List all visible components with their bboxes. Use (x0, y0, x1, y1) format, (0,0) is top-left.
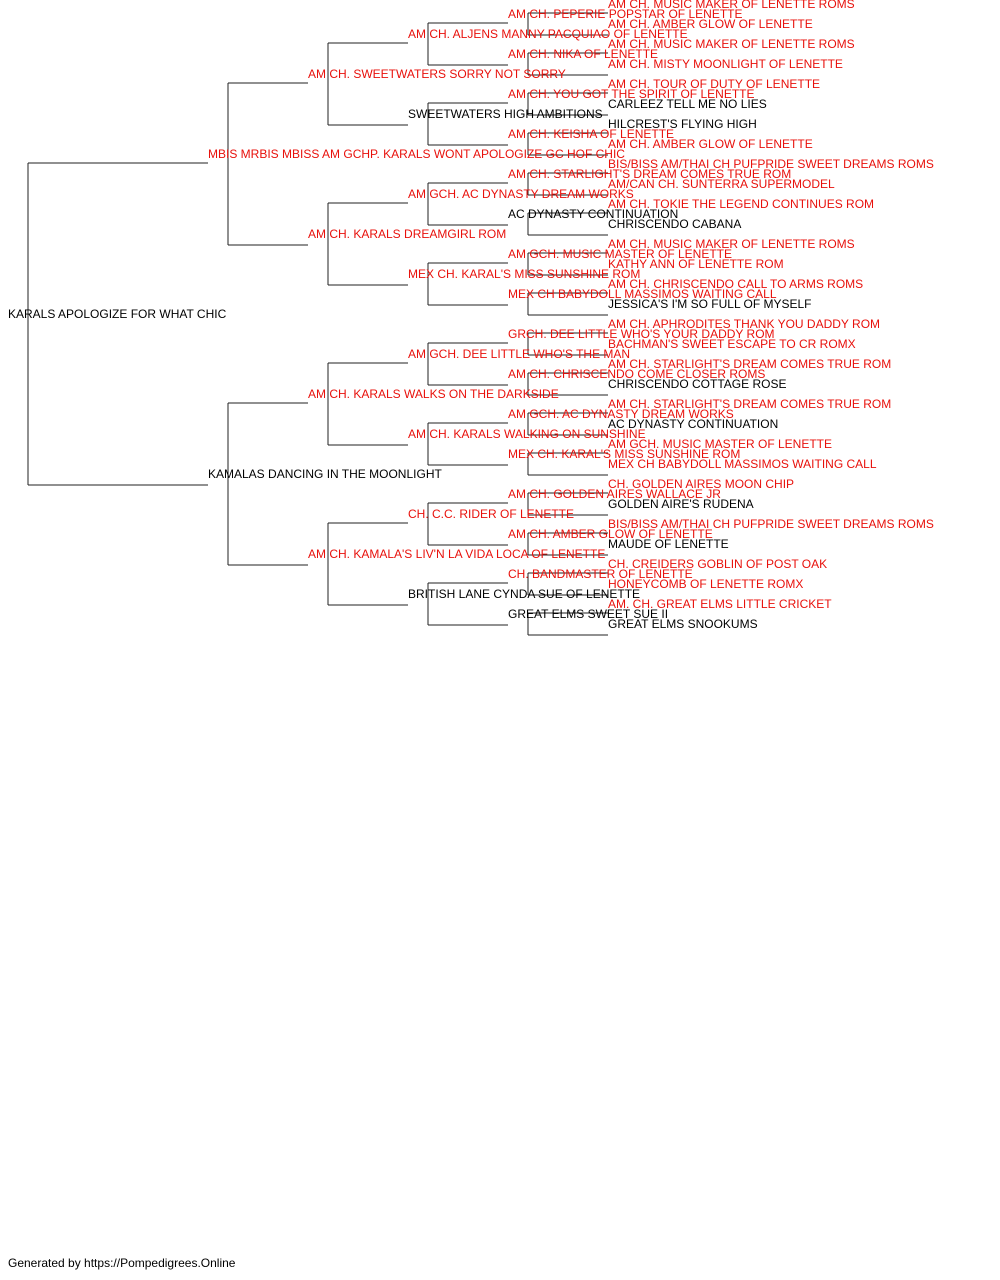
ancestor-name-gen3[interactable]: CH. C.C. RIDER OF LENETTE (408, 507, 574, 521)
ancestor-name-gen5[interactable]: CH. CREIDERS GOBLIN OF POST OAK (608, 557, 827, 571)
ancestor-name-gen5[interactable]: JESSICA'S I'M SO FULL OF MYSELF (608, 297, 812, 311)
ancestor-name-gen5[interactable]: GREAT ELMS SNOOKUMS (608, 617, 758, 631)
ancestor-name-gen5[interactable]: KATHY ANN OF LENETTE ROM (608, 257, 784, 271)
connector-lines (27, 12, 608, 636)
ancestor-name-gen5[interactable]: GOLDEN AIRE'S RUDENA (608, 497, 754, 511)
ancestor-name-gen5[interactable]: AM CH. CHRISCENDO CALL TO ARMS ROMS (608, 277, 863, 291)
ancestor-name-gen4[interactable]: AM CH. KEISHA OF LENETTE (508, 127, 674, 141)
ancestor-name-gen5[interactable]: CARLEEZ TELL ME NO LIES (608, 97, 767, 111)
ancestor-name-gen5[interactable]: AM CH. MUSIC MAKER OF LENETTE ROMS (608, 0, 855, 11)
ancestor-name-gen5[interactable]: AM CH. MUSIC MAKER OF LENETTE ROMS (608, 237, 855, 251)
ancestor-name-gen4[interactable]: MEX CH BABYDOLL MASSIMOS WAITING CALL (508, 287, 777, 301)
ancestor-name-gen5[interactable]: CHRISCENDO CABANA (608, 217, 741, 231)
ancestor-name-gen5[interactable]: BACHMAN'S SWEET ESCAPE TO CR ROMX (608, 337, 856, 351)
ancestor-name-gen4[interactable]: AM CH. GOLDEN AIRES WALLACE JR (508, 487, 721, 501)
ancestor-name-gen5[interactable]: AM GCH. MUSIC MASTER OF LENETTE (608, 437, 832, 451)
ancestor-name-gen5[interactable]: AC DYNASTY CONTINUATION (608, 417, 778, 431)
ancestor-name-gen3[interactable]: BRITISH LANE CYNDA SUE OF LENETTE (408, 587, 640, 601)
ancestor-name-gen5[interactable]: AM CH. TOKIE THE LEGEND CONTINUES ROM (608, 197, 874, 211)
footer-credit: Generated by https://Pompedigrees.Online (8, 1256, 236, 1270)
ancestor-name-gen4[interactable]: GREAT ELMS SWEET SUE II (508, 607, 668, 621)
ancestor-name-gen3[interactable]: SWEETWATERS HIGH AMBITIONS (408, 107, 603, 121)
ancestor-name-gen3[interactable]: AM GCH. AC DYNASTY DREAM WORKS (408, 187, 634, 201)
ancestor-name-gen2[interactable]: AM CH. KARALS WALKS ON THE DARKSIDE (308, 387, 559, 401)
ancestor-name-gen3[interactable]: MEX CH. KARAL'S MISS SUNSHINE ROM (408, 267, 640, 281)
ancestor-name-gen4[interactable]: AM CH. NIKA OF LENETTE (508, 47, 658, 61)
ancestor-name-gen3[interactable]: AM GCH. DEE LITTLE WHO'S THE MAN (408, 347, 630, 361)
ancestor-name-gen1[interactable]: MBIS MRBIS MBISS AM GCHP. KARALS WONT AP… (208, 147, 625, 161)
ancestor-name-gen4[interactable]: AC DYNASTY CONTINUATION (508, 207, 678, 221)
ancestor-name-gen5[interactable]: AM CH. AMBER GLOW OF LENETTE (608, 17, 813, 31)
ancestor-name-gen4[interactable]: AM CH. YOU GOT THE SPIRIT OF LENETTE (508, 87, 755, 101)
ancestor-name-gen5[interactable]: HILCREST'S FLYING HIGH (608, 117, 757, 131)
ancestor-name-gen5[interactable]: AM CH. STARLIGHT'S DREAM COMES TRUE ROM (608, 397, 891, 411)
ancestor-name-gen5[interactable]: AM CH. APHRODITES THANK YOU DADDY ROM (608, 317, 880, 331)
ancestor-name-gen4[interactable]: AM GCH. MUSIC MASTER OF LENETTE (508, 247, 732, 261)
ancestor-name-gen5[interactable]: AM CH. STARLIGHT'S DREAM COMES TRUE ROM (608, 357, 891, 371)
ancestor-name-gen4[interactable]: AM GCH. AC DYNASTY DREAM WORKS (508, 407, 734, 421)
ancestor-name-gen3[interactable]: AM CH. KARALS WALKING ON SUNSHINE (408, 427, 646, 441)
ancestor-name-gen4[interactable]: CH. BANDMASTER OF LENETTE (508, 567, 693, 581)
ancestor-name-gen5[interactable]: BIS/BISS AM/THAI CH PUFPRIDE SWEET DREAM… (608, 517, 934, 531)
ancestor-name-gen5[interactable]: CHRISCENDO COTTAGE ROSE (608, 377, 786, 391)
ancestor-name-gen5[interactable]: HONEYCOMB OF LENETTE ROMX (608, 577, 803, 591)
ancestor-name-gen5[interactable]: MAUDE OF LENETTE (608, 537, 729, 551)
ancestor-name-gen5[interactable]: MEX CH BABYDOLL MASSIMOS WAITING CALL (608, 457, 877, 471)
ancestor-name-gen4[interactable]: GRCH. DEE LITTLE WHO'S YOUR DADDY ROM (508, 327, 775, 341)
ancestor-name-gen4[interactable]: AM CH. PEPERIE POPSTAR OF LENETTE (508, 7, 743, 21)
ancestor-name-gen0[interactable]: KARALS APOLOGIZE FOR WHAT CHIC (8, 307, 227, 321)
ancestor-name-gen4[interactable]: AM CH. STARLIGHT'S DREAM COMES TRUE ROM (508, 167, 791, 181)
ancestor-name-gen3[interactable]: AM CH. ALJENS MANNY PACQUIAO OF LENETTE (408, 27, 688, 41)
ancestor-name-gen2[interactable]: AM CH. KAMALA'S LIV'N LA VIDA LOCA OF LE… (308, 547, 605, 561)
ancestor-name-gen5[interactable]: AM CH. AMBER GLOW OF LENETTE (608, 137, 813, 151)
ancestor-labels: KARALS APOLOGIZE FOR WHAT CHIC MBIS MRBIS… (8, 0, 934, 631)
ancestor-name-gen5[interactable]: CH. GOLDEN AIRES MOON CHIP (608, 477, 794, 491)
ancestor-name-gen5[interactable]: AM. CH. GREAT ELMS LITTLE CRICKET (608, 597, 832, 611)
ancestor-name-gen4[interactable]: AM CH. AMBER GLOW OF LENETTE (508, 527, 713, 541)
ancestor-name-gen2[interactable]: AM CH. KARALS DREAMGIRL ROM (308, 227, 506, 241)
ancestor-name-gen4[interactable]: MEX CH. KARAL'S MISS SUNSHINE ROM (508, 447, 740, 461)
ancestor-name-gen2[interactable]: AM CH. SWEETWATERS SORRY NOT SORRY (308, 67, 566, 81)
ancestor-name-gen1[interactable]: KAMALAS DANCING IN THE MOONLIGHT (208, 467, 442, 481)
ancestor-name-gen5[interactable]: BIS/BISS AM/THAI CH PUFPRIDE SWEET DREAM… (608, 157, 934, 171)
ancestor-name-gen5[interactable]: AM/CAN CH. SUNTERRA SUPERMODEL (608, 177, 835, 191)
ancestor-name-gen5[interactable]: AM CH. MUSIC MAKER OF LENETTE ROMS (608, 37, 855, 51)
ancestor-name-gen5[interactable]: AM CH. MISTY MOONLIGHT OF LENETTE (608, 57, 843, 71)
ancestor-name-gen5[interactable]: AM CH. TOUR OF DUTY OF LENETTE (608, 77, 820, 91)
ancestor-name-gen4[interactable]: AM CH. CHRISCENDO COME CLOSER ROMS (508, 367, 765, 381)
